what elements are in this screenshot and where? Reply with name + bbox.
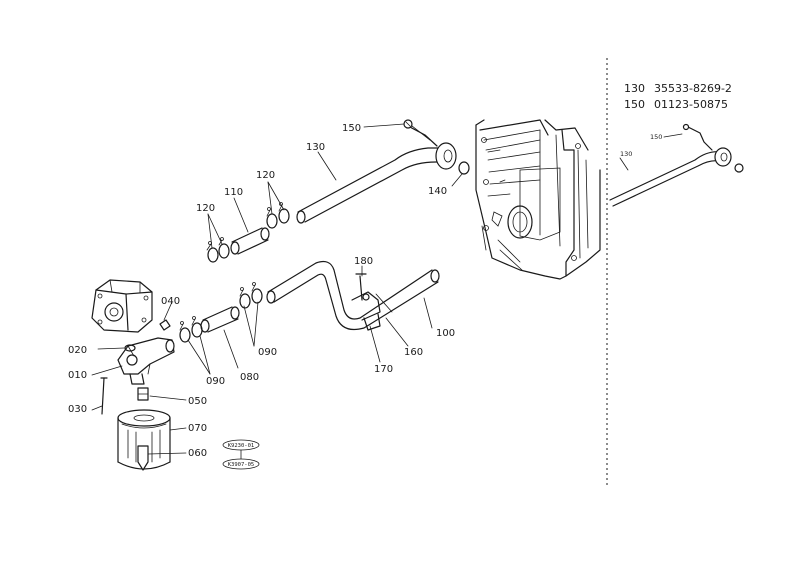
legend-part-150: 01123-50875	[654, 98, 728, 111]
hydraulic-pump	[91, 279, 153, 333]
callout-090-left: 090	[206, 376, 225, 387]
inset-pipe-detail	[609, 123, 744, 207]
legend-part-130: 35533-8269-2	[654, 82, 732, 95]
part-number-legend: 130 35533-8269-2 150 01123-50875	[624, 82, 732, 111]
pipe-clamp-160	[351, 291, 393, 321]
callout-120-right: 120	[256, 170, 275, 181]
callout-120-left: 120	[196, 203, 215, 214]
plug-040	[159, 319, 171, 331]
callout-080: 080	[240, 372, 259, 383]
stamp-bottom: K3907-05	[228, 462, 255, 468]
hose-080	[200, 306, 240, 333]
bracket-170	[363, 313, 381, 331]
engine-block	[475, 119, 601, 280]
pipe-100	[266, 260, 440, 331]
inset-callout-150: 150	[650, 133, 662, 141]
callout-180: 180	[354, 256, 373, 267]
callout-140: 140	[428, 186, 447, 197]
callout-070: 070	[188, 423, 207, 434]
filter-head-010	[117, 337, 175, 385]
hose-clamps-120	[206, 202, 290, 263]
kit-stamps: K9230-01 K3907-05	[222, 439, 260, 470]
legend-item-150: 150	[624, 98, 645, 111]
callout-040: 040	[161, 296, 180, 307]
hose-clamps-090	[179, 282, 263, 343]
bolt-180	[355, 273, 367, 301]
nipple-050	[137, 387, 149, 401]
callout-020: 020	[68, 345, 87, 356]
callout-010: 010	[68, 370, 87, 381]
hose-110	[230, 227, 270, 255]
callout-150: 150	[342, 123, 361, 134]
banjo-bolt-150	[403, 119, 413, 129]
gasket-140	[458, 161, 470, 175]
callout-110: 110	[224, 187, 243, 198]
callout-090-right: 090	[258, 347, 277, 358]
pipe-130	[296, 125, 457, 224]
inset-callout-130: 130	[620, 150, 632, 158]
callout-050: 050	[188, 396, 207, 407]
element-060	[137, 445, 149, 471]
leader-lines	[91, 123, 463, 455]
filter-cartridge-070	[117, 409, 171, 470]
callout-030: 030	[68, 404, 87, 415]
callout-160: 160	[404, 347, 423, 358]
callout-130: 130	[306, 142, 325, 153]
stamp-top: K9230-01	[228, 443, 255, 449]
callout-170: 170	[374, 364, 393, 375]
bolt-030	[100, 377, 108, 415]
legend-item-130: 130	[624, 82, 645, 95]
callout-060: 060	[188, 448, 207, 459]
callout-100: 100	[436, 328, 455, 339]
